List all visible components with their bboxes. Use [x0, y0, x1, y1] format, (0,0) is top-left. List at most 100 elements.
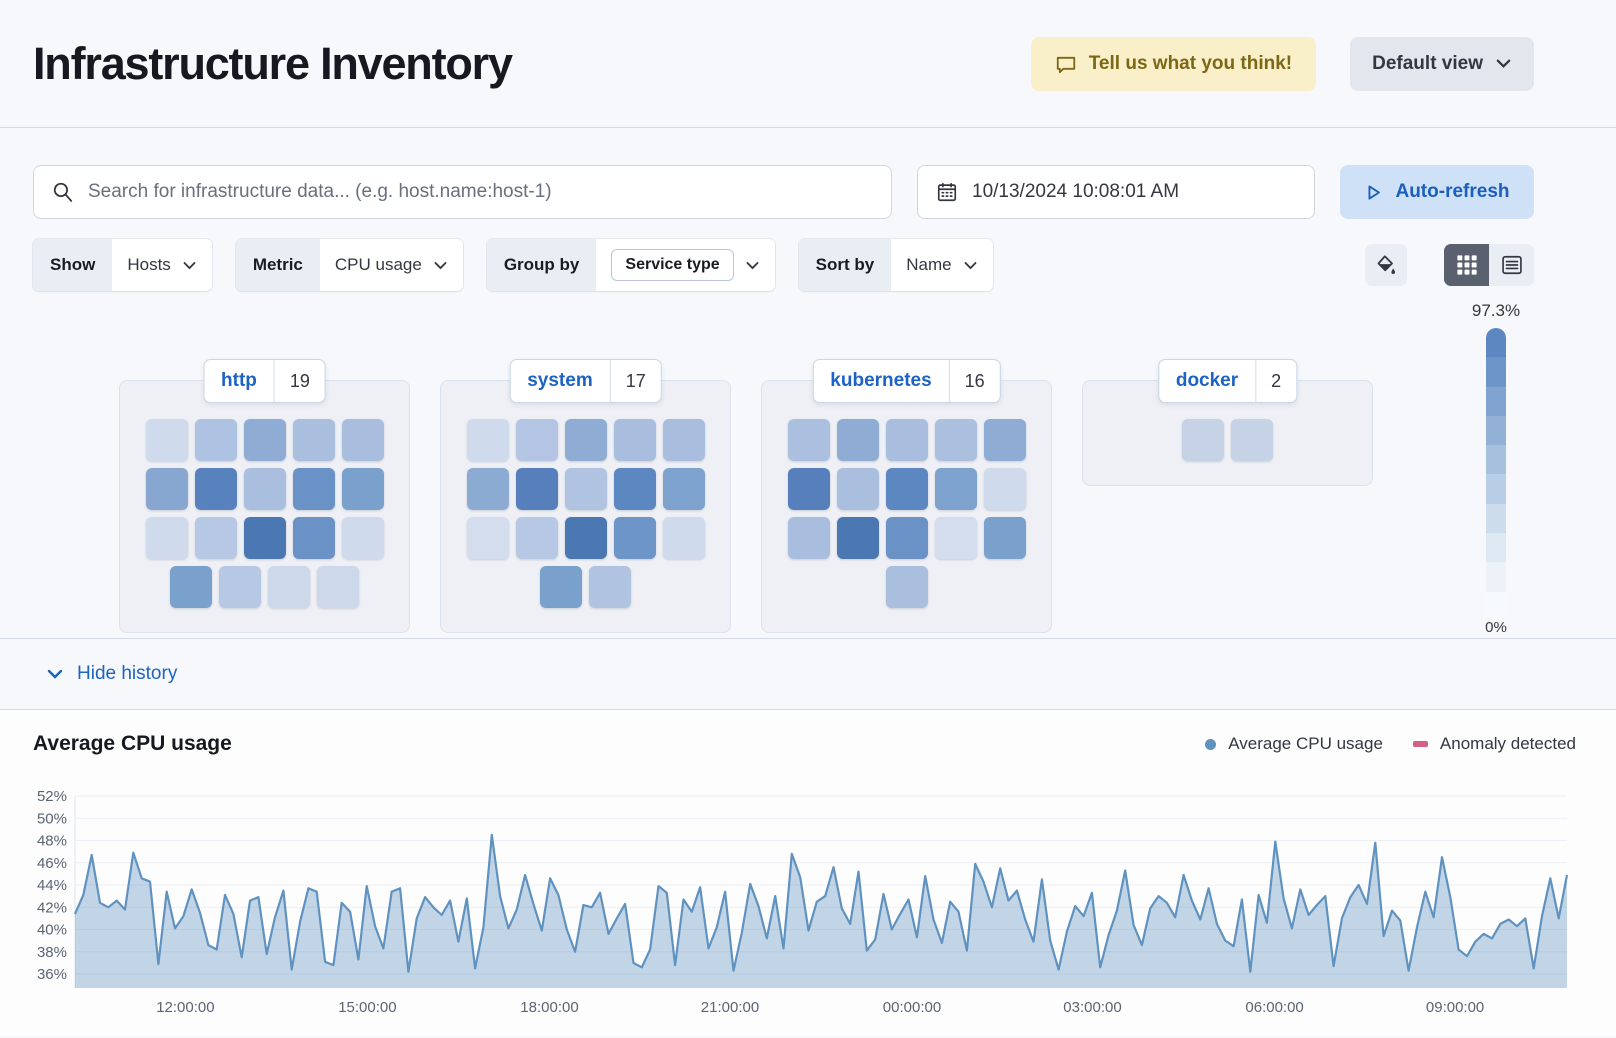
host-tile[interactable] — [243, 517, 286, 559]
host-tile[interactable] — [885, 419, 928, 461]
host-tile[interactable] — [662, 517, 705, 559]
host-tile[interactable] — [145, 468, 188, 510]
gradient-step — [1486, 415, 1506, 446]
chevron-down-icon — [47, 669, 63, 679]
table-view-icon — [1501, 255, 1522, 275]
host-tile[interactable] — [983, 517, 1026, 559]
group-host-count: 2 — [1271, 370, 1282, 391]
host-tile[interactable] — [836, 419, 879, 461]
svg-text:42%: 42% — [37, 899, 67, 916]
host-tile[interactable] — [662, 419, 705, 461]
host-tile[interactable] — [983, 419, 1026, 461]
host-tile[interactable] — [515, 419, 558, 461]
svg-text:21:00:00: 21:00:00 — [701, 999, 759, 1016]
page-header: Infrastructure Inventory Tell us what yo… — [0, 0, 1616, 128]
host-tile[interactable] — [540, 566, 582, 608]
group-name-link[interactable]: docker — [1175, 370, 1239, 391]
host-tile[interactable] — [341, 517, 384, 559]
host-tile[interactable] — [341, 419, 384, 461]
host-tile[interactable] — [341, 468, 384, 510]
host-tile[interactable] — [564, 517, 607, 559]
host-tile[interactable] — [466, 419, 509, 461]
gradient-step — [1486, 503, 1506, 534]
gradient-step — [1486, 386, 1506, 416]
feedback-button[interactable]: Tell us what you think! — [1030, 36, 1317, 91]
chevron-down-icon — [434, 261, 447, 269]
show-dropdown[interactable]: Hosts — [112, 239, 211, 291]
date-picker[interactable]: 10/13/2024 10:08:01 AM — [917, 165, 1315, 219]
host-tile[interactable] — [145, 517, 188, 559]
group-name-link[interactable]: system — [527, 370, 593, 391]
host-tile[interactable] — [515, 517, 558, 559]
host-tile[interactable] — [243, 419, 286, 461]
map-view-button[interactable] — [1444, 244, 1489, 286]
host-tile[interactable] — [564, 419, 607, 461]
chevron-down-icon — [746, 261, 759, 269]
host-tile[interactable] — [292, 468, 335, 510]
host-tile[interactable] — [194, 419, 237, 461]
host-tile[interactable] — [787, 468, 830, 510]
host-tile[interactable] — [885, 566, 928, 608]
color-palette-button[interactable] — [1365, 244, 1407, 286]
host-tile[interactable] — [170, 566, 212, 608]
metric-dropdown[interactable]: CPU usage — [320, 239, 463, 291]
host-tile[interactable] — [292, 517, 335, 559]
host-tile[interactable] — [1182, 419, 1224, 461]
host-tile[interactable] — [268, 566, 310, 608]
host-tile[interactable] — [934, 468, 977, 510]
search-input[interactable] — [88, 181, 873, 203]
badge-divider — [273, 360, 275, 402]
svg-text:44%: 44% — [37, 877, 67, 894]
hide-history-link[interactable]: Hide history — [46, 663, 177, 685]
group-name-link[interactable]: kubernetes — [830, 370, 932, 391]
host-tile[interactable] — [243, 468, 286, 510]
show-value: Hosts — [127, 255, 171, 274]
host-tile[interactable] — [983, 468, 1026, 510]
groupby-value-pill[interactable]: Service type — [611, 249, 734, 281]
saved-view-button[interactable]: Default view — [1350, 36, 1534, 91]
host-tile[interactable] — [934, 419, 977, 461]
svg-text:06:00:00: 06:00:00 — [1245, 999, 1303, 1016]
host-tile[interactable] — [836, 468, 879, 510]
chevron-down-icon — [964, 261, 977, 269]
tile-row — [120, 517, 409, 559]
color-scale-legend: 97.3% 0% — [1464, 301, 1528, 635]
host-tile[interactable] — [662, 468, 705, 510]
groupby-dropdown[interactable]: Service type — [596, 239, 774, 291]
host-tile[interactable] — [1231, 419, 1273, 461]
table-view-button[interactable] — [1489, 244, 1534, 286]
host-tile[interactable] — [589, 566, 631, 608]
host-tile[interactable] — [613, 419, 656, 461]
header-actions: Tell us what you think! Default view — [1030, 36, 1534, 91]
host-tile[interactable] — [934, 517, 977, 559]
badge-divider — [609, 360, 611, 402]
host-tile[interactable] — [515, 468, 558, 510]
host-tile[interactable] — [564, 468, 607, 510]
host-tile[interactable] — [317, 566, 359, 608]
cpu-history-section: Average CPU usage Average CPU usage Anom… — [0, 709, 1616, 1036]
host-tile[interactable] — [613, 517, 656, 559]
host-tile[interactable] — [194, 468, 237, 510]
group-name-link[interactable]: http — [221, 370, 257, 391]
auto-refresh-button[interactable]: Auto-refresh — [1340, 165, 1534, 219]
host-tile[interactable] — [292, 419, 335, 461]
host-tile[interactable] — [219, 566, 261, 608]
host-tile[interactable] — [466, 517, 509, 559]
host-tile[interactable] — [145, 419, 188, 461]
search-box[interactable] — [33, 165, 892, 219]
host-tile[interactable] — [466, 468, 509, 510]
group-host-count: 16 — [964, 370, 985, 391]
host-tile[interactable] — [885, 517, 928, 559]
svg-text:18:00:00: 18:00:00 — [520, 999, 578, 1016]
sortby-dropdown[interactable]: Name — [891, 239, 992, 291]
host-tile[interactable] — [194, 517, 237, 559]
host-tile[interactable] — [613, 468, 656, 510]
host-tile[interactable] — [787, 517, 830, 559]
host-tile[interactable] — [787, 419, 830, 461]
series-dot-icon — [1205, 738, 1217, 750]
host-tile[interactable] — [885, 468, 928, 510]
host-tile[interactable] — [836, 517, 879, 559]
